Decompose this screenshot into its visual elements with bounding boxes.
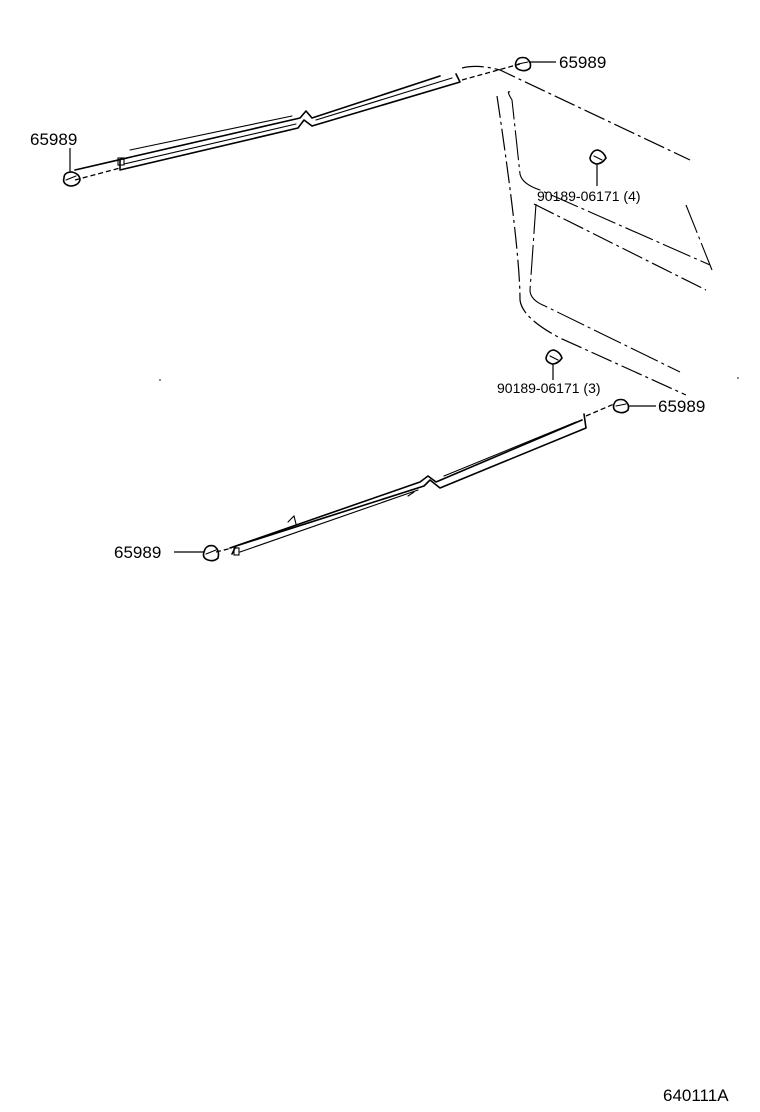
vehicle-body-outline: [461, 65, 713, 396]
speck: [159, 379, 161, 381]
callout-top-left-clip: 65989: [30, 130, 77, 149]
clip-lower-left: [202, 544, 220, 562]
screw-lower: [545, 349, 563, 365]
clip-top-right: [514, 56, 532, 72]
callout-lower-screw: 90189-06171 (3): [497, 380, 601, 396]
clip-top-left: [62, 171, 81, 187]
lower-roof-rail-molding: [215, 403, 615, 556]
callout-lower-left-clip: 65989: [114, 543, 161, 562]
callout-lower-right-clip: 65989: [658, 397, 705, 416]
leader-lines: [69, 61, 656, 553]
callout-top-right-clip: 65989: [559, 53, 606, 72]
drawing-id: 640111A: [663, 1086, 729, 1105]
screw-upper: [589, 149, 607, 165]
clip-lower-right: [612, 398, 630, 414]
upper-roof-rail-molding: [74, 63, 521, 181]
speck: [737, 377, 739, 379]
callout-upper-screw: 90189-06171 (4): [537, 188, 641, 204]
